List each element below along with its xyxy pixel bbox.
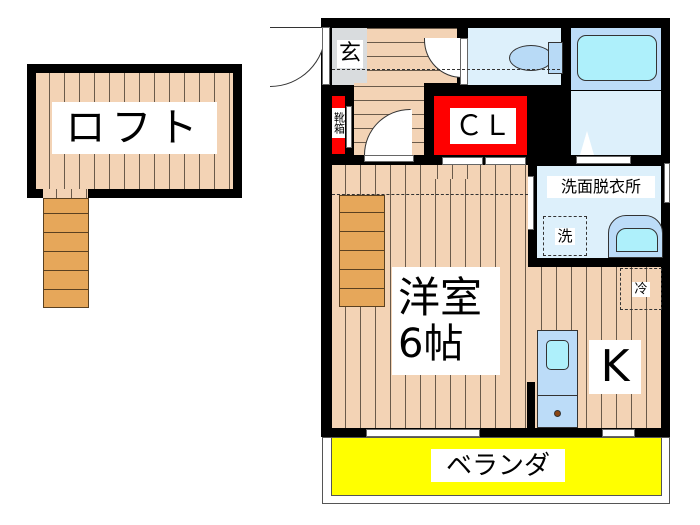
entrance-door-leaf	[322, 27, 330, 85]
hallway-door-frame	[364, 155, 414, 162]
fridge-space: 冷	[620, 268, 662, 310]
western-room-size: 6帖	[398, 321, 464, 367]
closet-door-left	[442, 157, 483, 165]
fridge-label: 冷	[632, 281, 650, 297]
bathroom-door	[576, 156, 631, 164]
western-room-label: 洋室 6帖	[392, 267, 500, 375]
toilet-dashed-line	[332, 69, 560, 70]
western-room-window	[366, 429, 480, 437]
closet-door-right	[485, 157, 526, 165]
washer-space: 洗	[543, 216, 587, 256]
loft-outline-dashed-line	[332, 194, 528, 195]
bathtub-icon	[577, 35, 657, 81]
toilet-door-leaf	[460, 38, 468, 85]
room-ladder	[339, 195, 385, 307]
western-room-floor-upper	[424, 165, 479, 179]
loft-stair-opening	[43, 189, 88, 198]
western-room-type: 洋室	[398, 273, 483, 322]
shoe-box-door	[346, 106, 352, 148]
kitchen-sink-icon	[546, 340, 569, 370]
bathroom-door-marker	[580, 131, 594, 155]
shoe-box-label: 靴箱	[332, 108, 346, 138]
entrance-door-swing	[270, 27, 326, 87]
kitchen-partition-wall	[527, 382, 535, 428]
washbasin-bowl-icon	[616, 228, 658, 252]
loft-label: ロフト	[52, 102, 217, 154]
balcony-label: ベランダ	[431, 449, 565, 482]
washroom-label: 洗面脱衣所	[547, 176, 655, 198]
kitchen-window	[602, 429, 635, 437]
washroom-window	[664, 163, 670, 203]
stove-burner-icon	[554, 410, 561, 417]
kitchen-label: K	[589, 340, 641, 394]
entrance-label: 玄	[337, 40, 363, 68]
toilet-bowl-icon	[509, 45, 553, 71]
kitchen-counter-divider	[537, 395, 578, 396]
closet-label: ＣＬ	[450, 108, 516, 144]
toilet-tank-icon	[548, 42, 563, 74]
washer-label: 洗	[555, 226, 575, 245]
loft-ladder	[43, 198, 89, 308]
